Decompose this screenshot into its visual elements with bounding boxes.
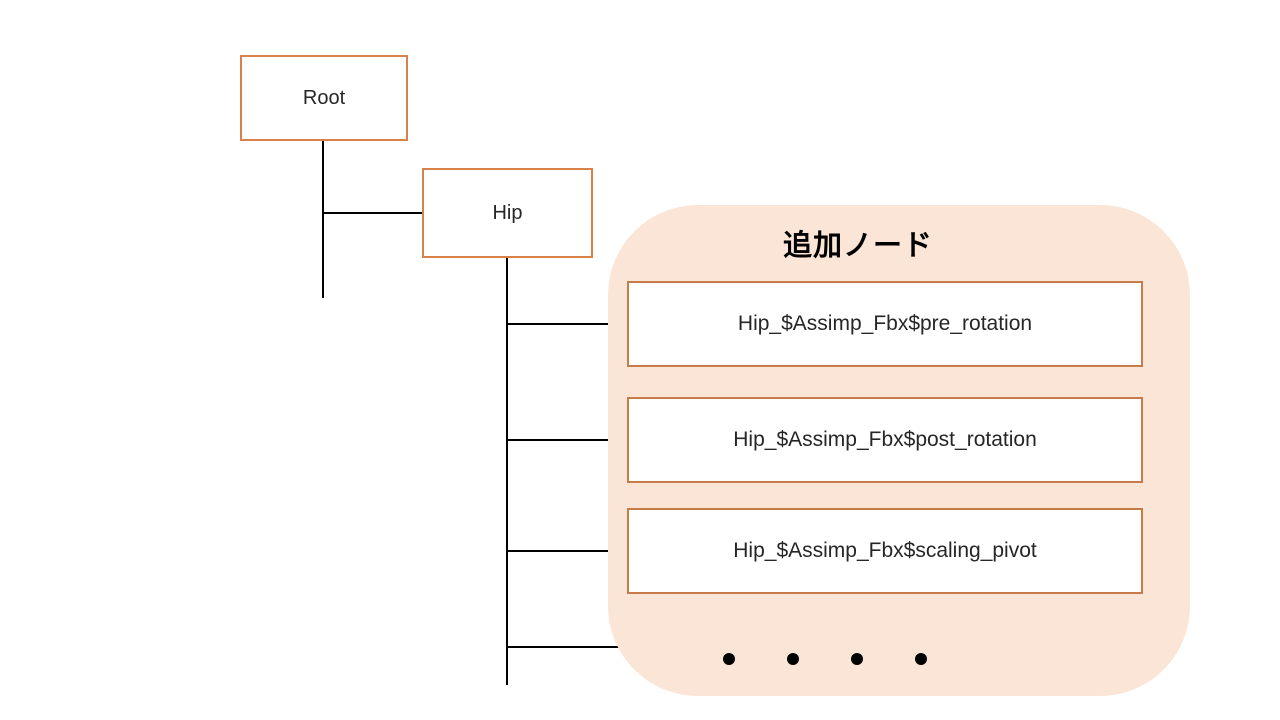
connector-branch-post-rotation <box>506 439 627 441</box>
tree-node-hip-label: Hip <box>492 201 523 224</box>
added-node-scaling-pivot-label: Hip_$Assimp_Fbx$scaling_pivot <box>733 539 1037 562</box>
tree-node-root-label: Root <box>302 86 346 109</box>
added-nodes-panel-title: 追加ノード <box>782 230 933 262</box>
ellipsis-dot <box>723 653 735 665</box>
ellipsis-dots <box>723 653 927 665</box>
added-node-post-rotation-label: Hip_$Assimp_Fbx$post_rotation <box>733 428 1037 451</box>
added-node-post-rotation: Hip_$Assimp_Fbx$post_rotation <box>627 397 1143 483</box>
added-node-scaling-pivot: Hip_$Assimp_Fbx$scaling_pivot <box>627 508 1143 594</box>
ellipsis-dot <box>787 653 799 665</box>
connector-root-vertical <box>322 141 324 298</box>
added-node-pre-rotation: Hip_$Assimp_Fbx$pre_rotation <box>627 281 1143 367</box>
connector-hip-trunk <box>506 258 508 685</box>
connector-branch-scaling-pivot <box>506 550 627 552</box>
ellipsis-dot <box>851 653 863 665</box>
connector-root-to-hip <box>322 212 422 214</box>
ellipsis-dot <box>915 653 927 665</box>
added-node-pre-rotation-label: Hip_$Assimp_Fbx$pre_rotation <box>737 312 1033 335</box>
tree-node-hip: Hip <box>422 168 593 258</box>
tree-node-root: Root <box>240 55 408 141</box>
connector-branch-ellipsis <box>506 646 628 648</box>
connector-branch-pre-rotation <box>506 323 627 325</box>
